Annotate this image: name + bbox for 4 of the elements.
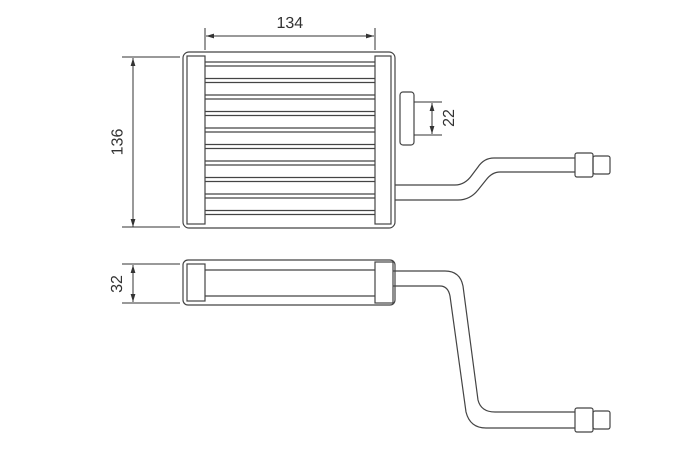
dimension-label: 134 xyxy=(276,15,304,33)
dimension-label: 32 xyxy=(108,275,127,293)
dimension-label: 136 xyxy=(108,128,127,156)
dimension-label: 22 xyxy=(440,109,459,127)
